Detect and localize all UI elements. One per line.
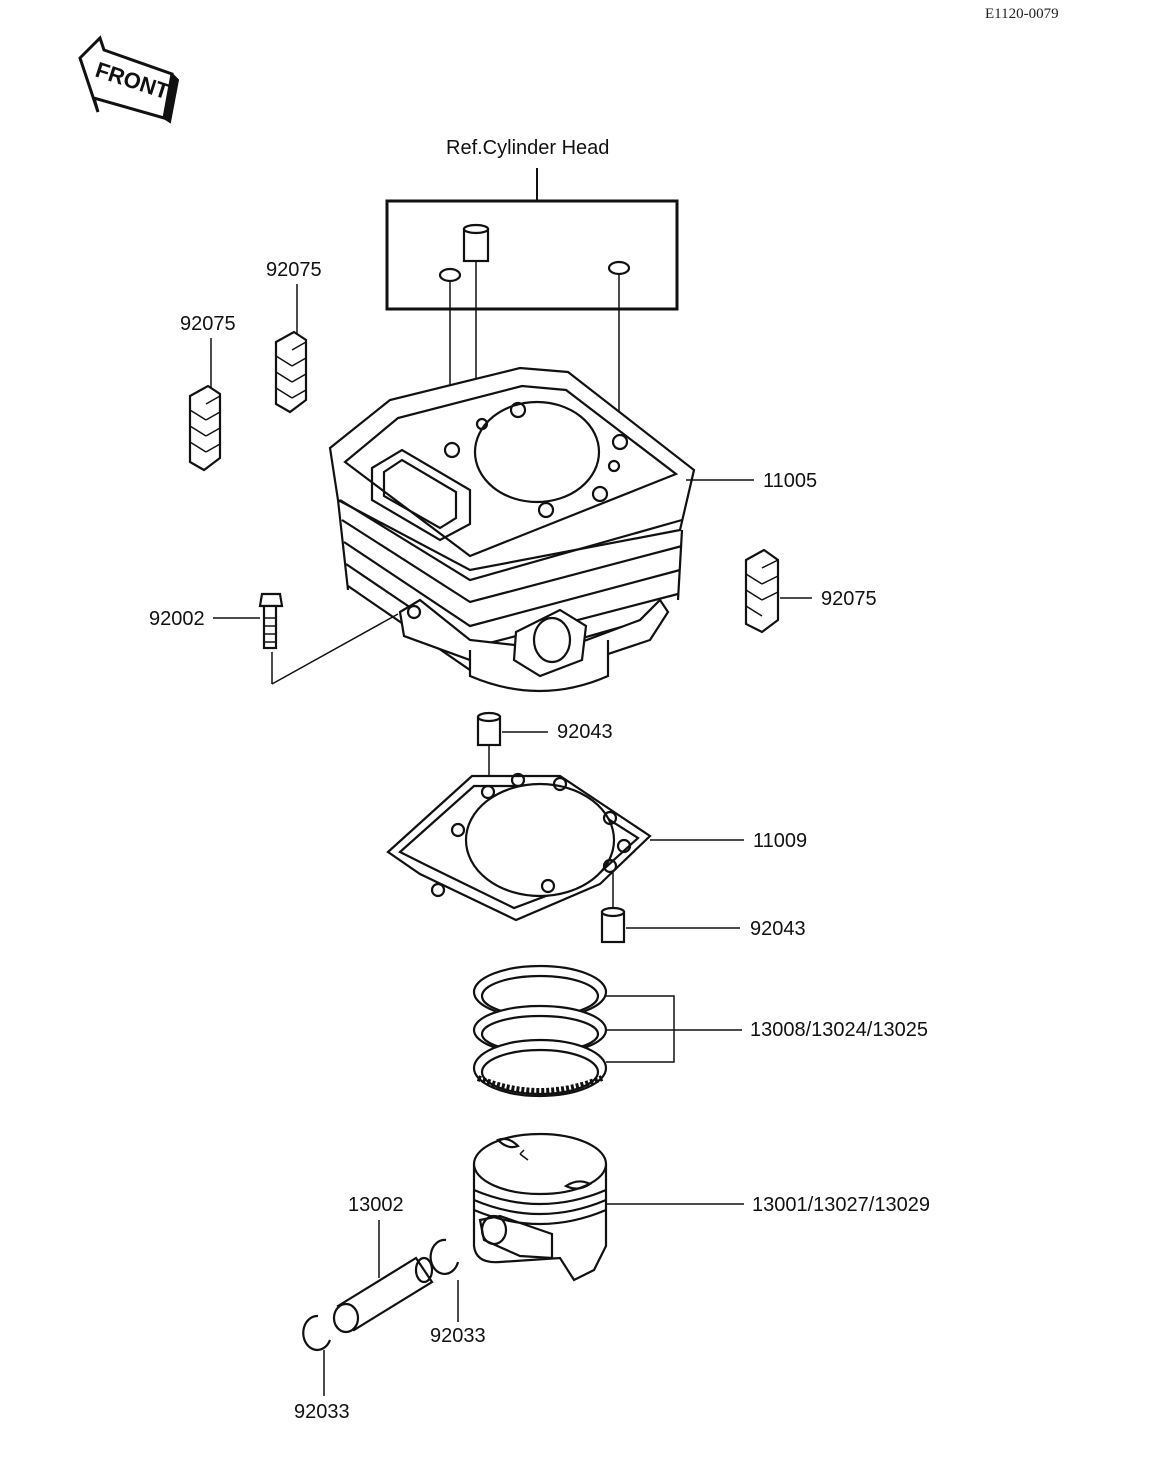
callout-92033-b: 92033 bbox=[294, 1401, 350, 1423]
rubber-damper-icon bbox=[744, 548, 780, 634]
callout-11009: 11009 bbox=[753, 830, 807, 852]
callout-11005: 11005 bbox=[763, 470, 817, 492]
ref-cylinder-head-box bbox=[385, 199, 679, 311]
callout-92043-b: 92043 bbox=[750, 918, 806, 940]
callout-92075-c: 92075 bbox=[821, 588, 877, 610]
dowel-pin-icon bbox=[600, 906, 626, 944]
callout-13008: 13008/13024/13025 bbox=[750, 1019, 928, 1041]
callout-92033-a: 92033 bbox=[430, 1325, 486, 1347]
rubber-damper-icon bbox=[188, 384, 222, 472]
ref-oring-left-icon bbox=[438, 267, 462, 283]
callout-92043-a: 92043 bbox=[557, 721, 613, 743]
drawing-code: E1120-0079 bbox=[985, 6, 1059, 22]
circlip-icon bbox=[429, 1238, 460, 1275]
bolt-icon bbox=[258, 592, 284, 650]
front-arrow-icon: FRONT bbox=[78, 35, 180, 124]
ref-cylinder-head-label: Ref.Cylinder Head bbox=[446, 137, 609, 159]
rings-bracket-leader bbox=[606, 995, 742, 1063]
ref-oring-right-icon bbox=[607, 260, 631, 276]
callout-92002: 92002 bbox=[149, 608, 205, 630]
dowel-pin-icon bbox=[476, 711, 502, 747]
piston-pin-icon bbox=[332, 1256, 434, 1334]
piston-icon bbox=[472, 1132, 608, 1282]
callout-92075-a: 92075 bbox=[266, 259, 322, 281]
callout-92075-b: 92075 bbox=[180, 313, 236, 335]
cylinder-base-gasket-icon bbox=[386, 772, 652, 922]
callout-13001: 13001/13027/13029 bbox=[752, 1194, 930, 1216]
piston-ring-set-icon bbox=[472, 964, 608, 1098]
cylinder-block-icon bbox=[328, 366, 696, 693]
leader bbox=[271, 613, 399, 685]
ref-box-dowel-icon bbox=[462, 223, 490, 263]
callout-13002: 13002 bbox=[348, 1194, 404, 1216]
rubber-damper-icon bbox=[274, 330, 308, 414]
circlip-icon bbox=[302, 1314, 332, 1352]
